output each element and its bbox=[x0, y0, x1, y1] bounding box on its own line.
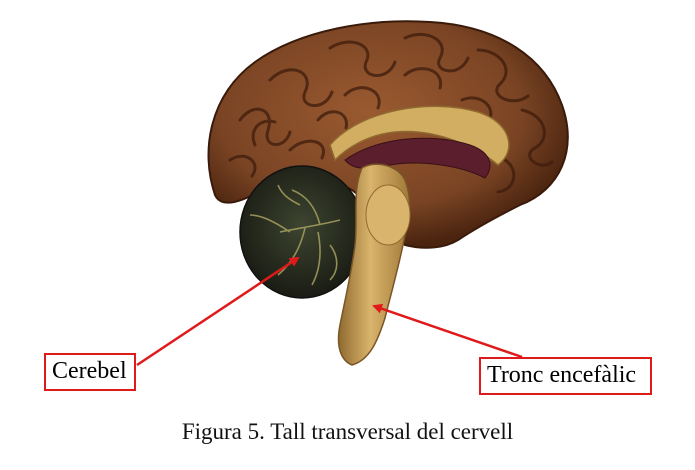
cerebellum-pointer-arrow bbox=[136, 256, 300, 367]
cerebellum-label: Cerebel bbox=[44, 353, 136, 391]
cerebellum-structure bbox=[239, 165, 365, 299]
brainstem-pointer-arrow bbox=[372, 303, 523, 359]
figure-caption: Figura 5. Tall transversal del cervell bbox=[181, 419, 514, 444]
brainstem-structure bbox=[337, 163, 411, 366]
brainstem-label: Tronc encefàlic bbox=[479, 357, 652, 395]
